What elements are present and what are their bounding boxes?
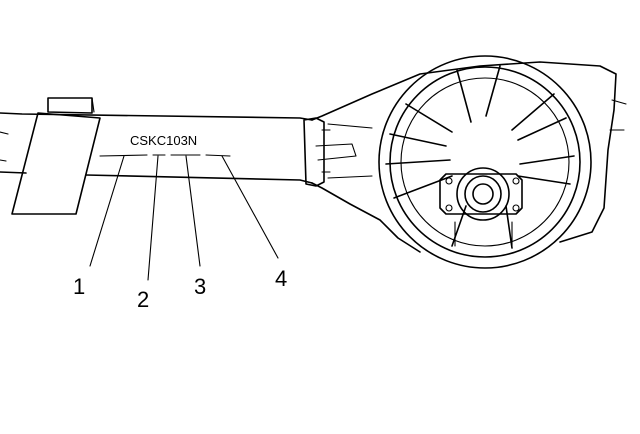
callout-3-label: 3 [194,274,206,299]
stamped-code-label: CSKC103N [130,133,197,148]
differential-housing [303,61,627,253]
pinion-flange [439,167,523,247]
callout-leaders [89,155,279,281]
callout-1-label: 1 [73,274,85,299]
spring-seat-bracket [11,97,101,215]
code-underline-segments [99,154,231,157]
axle-tube [0,112,313,184]
callout-2-label: 2 [137,287,149,312]
callout-4-label: 4 [275,266,287,291]
ring-gear-cover [378,55,592,269]
